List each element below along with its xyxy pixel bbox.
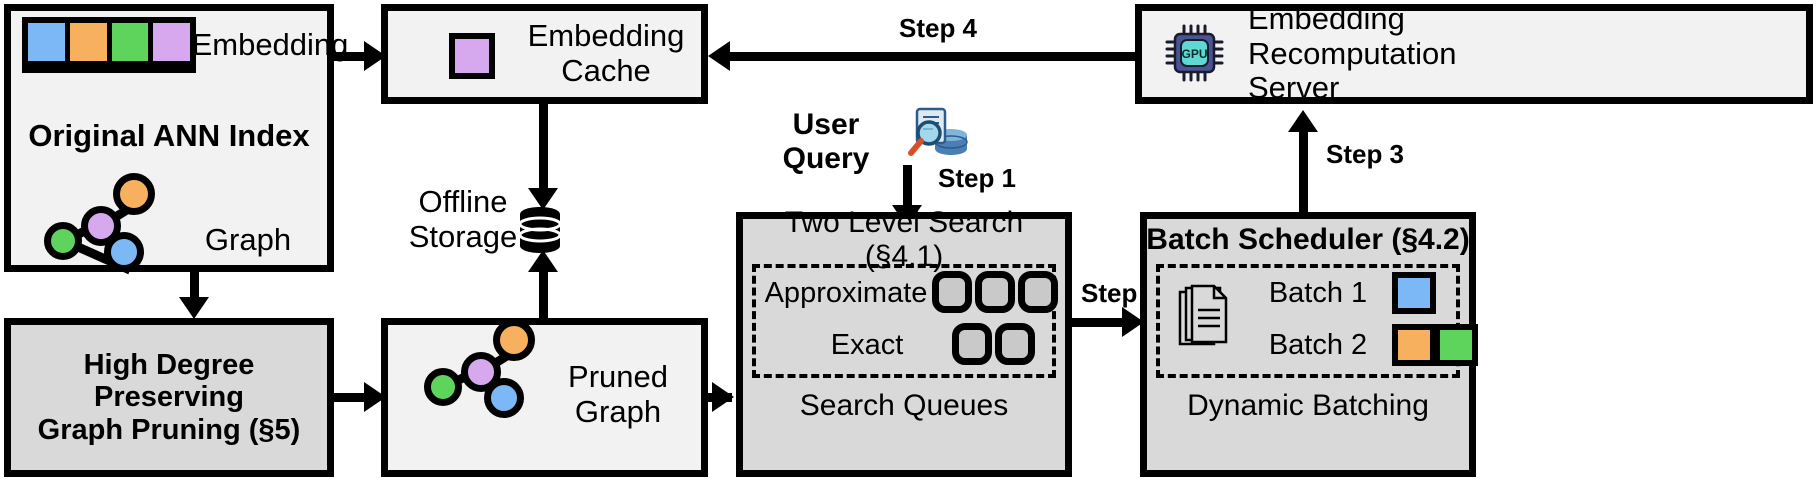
step1-label: Step 1 bbox=[937, 163, 1017, 194]
graph-node-orange bbox=[493, 319, 535, 361]
user-query-label: User Query bbox=[782, 108, 870, 175]
embedding-swatch-orange bbox=[69, 23, 107, 61]
arrow-step4-head bbox=[708, 41, 730, 71]
recomputation-server-panel bbox=[1135, 4, 1813, 104]
documents-icon bbox=[1178, 284, 1234, 354]
arrow-prunedgraph-to-search-head bbox=[712, 382, 734, 412]
embedding-swatch-green bbox=[111, 23, 149, 61]
batch-2-swatch-green bbox=[1434, 324, 1478, 366]
arrow-step1-line bbox=[903, 165, 912, 209]
svg-text:GPU: GPU bbox=[1181, 47, 1207, 61]
two-level-search-title: Two Level Search (§4.1) bbox=[784, 206, 1024, 273]
arrow-step2-line bbox=[1072, 318, 1130, 327]
batch-2-label: Batch 2 bbox=[1268, 328, 1368, 361]
arrow-step2-head bbox=[1122, 307, 1144, 337]
recomputation-server-title: Embedding Recomputation Server bbox=[1248, 0, 1457, 106]
embedding-cache-swatch bbox=[449, 33, 495, 79]
approximate-queue-cell[interactable] bbox=[975, 271, 1015, 313]
embedding-swatch-blue bbox=[28, 23, 65, 61]
search-queues-dashed-region bbox=[752, 264, 1056, 378]
arrow-step4-line bbox=[726, 52, 1136, 61]
arrow-step3-head bbox=[1288, 110, 1318, 132]
graph-label: Graph bbox=[204, 221, 292, 257]
graph-pruning-panel bbox=[4, 318, 334, 477]
batch-scheduler-title: Batch Scheduler (§4.2) bbox=[1146, 223, 1470, 257]
approximate-row-label: Approximate bbox=[764, 276, 928, 309]
pruned-graph-label: Pruned Graph bbox=[568, 359, 668, 429]
embedding-swatch-purple bbox=[153, 23, 190, 61]
graph-pruning-title: High Degree Preserving Graph Pruning (§5… bbox=[37, 348, 301, 446]
arrow-index-to-cache-head bbox=[364, 41, 386, 71]
embedding-label: Embedding bbox=[191, 26, 349, 62]
step4-label: Step 4 bbox=[898, 13, 978, 44]
embedding-swatch-strip bbox=[22, 17, 196, 73]
batch-1-swatch-blue bbox=[1392, 272, 1436, 314]
approximate-queue-cell[interactable] bbox=[932, 271, 972, 313]
arrow-pruning-to-prunedgraph-head bbox=[364, 382, 386, 412]
arrow-prunedgraph-to-storage-head bbox=[528, 250, 558, 272]
arrow-prunedgraph-to-storage-line bbox=[539, 268, 548, 320]
exact-queue-cell[interactable] bbox=[952, 323, 992, 365]
original-ann-index-title: Original ANN Index bbox=[28, 117, 310, 153]
arrow-index-to-pruning-head bbox=[179, 297, 209, 319]
query-search-icon bbox=[905, 105, 969, 167]
offline-storage-label: Offline Storage bbox=[408, 184, 518, 254]
batch-2-swatch-orange bbox=[1392, 324, 1436, 366]
graph-node-green bbox=[424, 368, 462, 406]
graph-node-green bbox=[44, 222, 82, 260]
dynamic-batching-dashed-region bbox=[1156, 264, 1460, 378]
arrow-cache-to-storage-head bbox=[528, 188, 558, 210]
arrow-cache-to-storage-line bbox=[539, 104, 548, 192]
embedding-cache-panel bbox=[381, 4, 708, 104]
dynamic-batching-footer: Dynamic Batching bbox=[1187, 389, 1429, 423]
graph-node-orange bbox=[113, 173, 155, 215]
arrow-step3-line bbox=[1299, 128, 1308, 212]
graph-node-blue bbox=[104, 232, 144, 272]
arrow-index-to-cache-line bbox=[334, 52, 368, 61]
graph-node-blue bbox=[484, 378, 524, 418]
arrow-index-to-pruning-line bbox=[190, 272, 199, 300]
exact-queue-cell[interactable] bbox=[995, 323, 1035, 365]
database-icon bbox=[518, 206, 562, 254]
step3-label: Step 3 bbox=[1325, 139, 1405, 170]
approximate-queue-cell[interactable] bbox=[1018, 271, 1058, 313]
batch-1-label: Batch 1 bbox=[1268, 276, 1368, 309]
exact-row-label: Exact bbox=[830, 328, 904, 361]
embedding-cache-title: Embedding Cache bbox=[527, 18, 685, 88]
arrow-pruning-to-prunedgraph-line bbox=[334, 393, 368, 402]
search-queues-footer: Search Queues bbox=[799, 389, 1009, 423]
gpu-chip-icon: GPU bbox=[1165, 24, 1227, 82]
